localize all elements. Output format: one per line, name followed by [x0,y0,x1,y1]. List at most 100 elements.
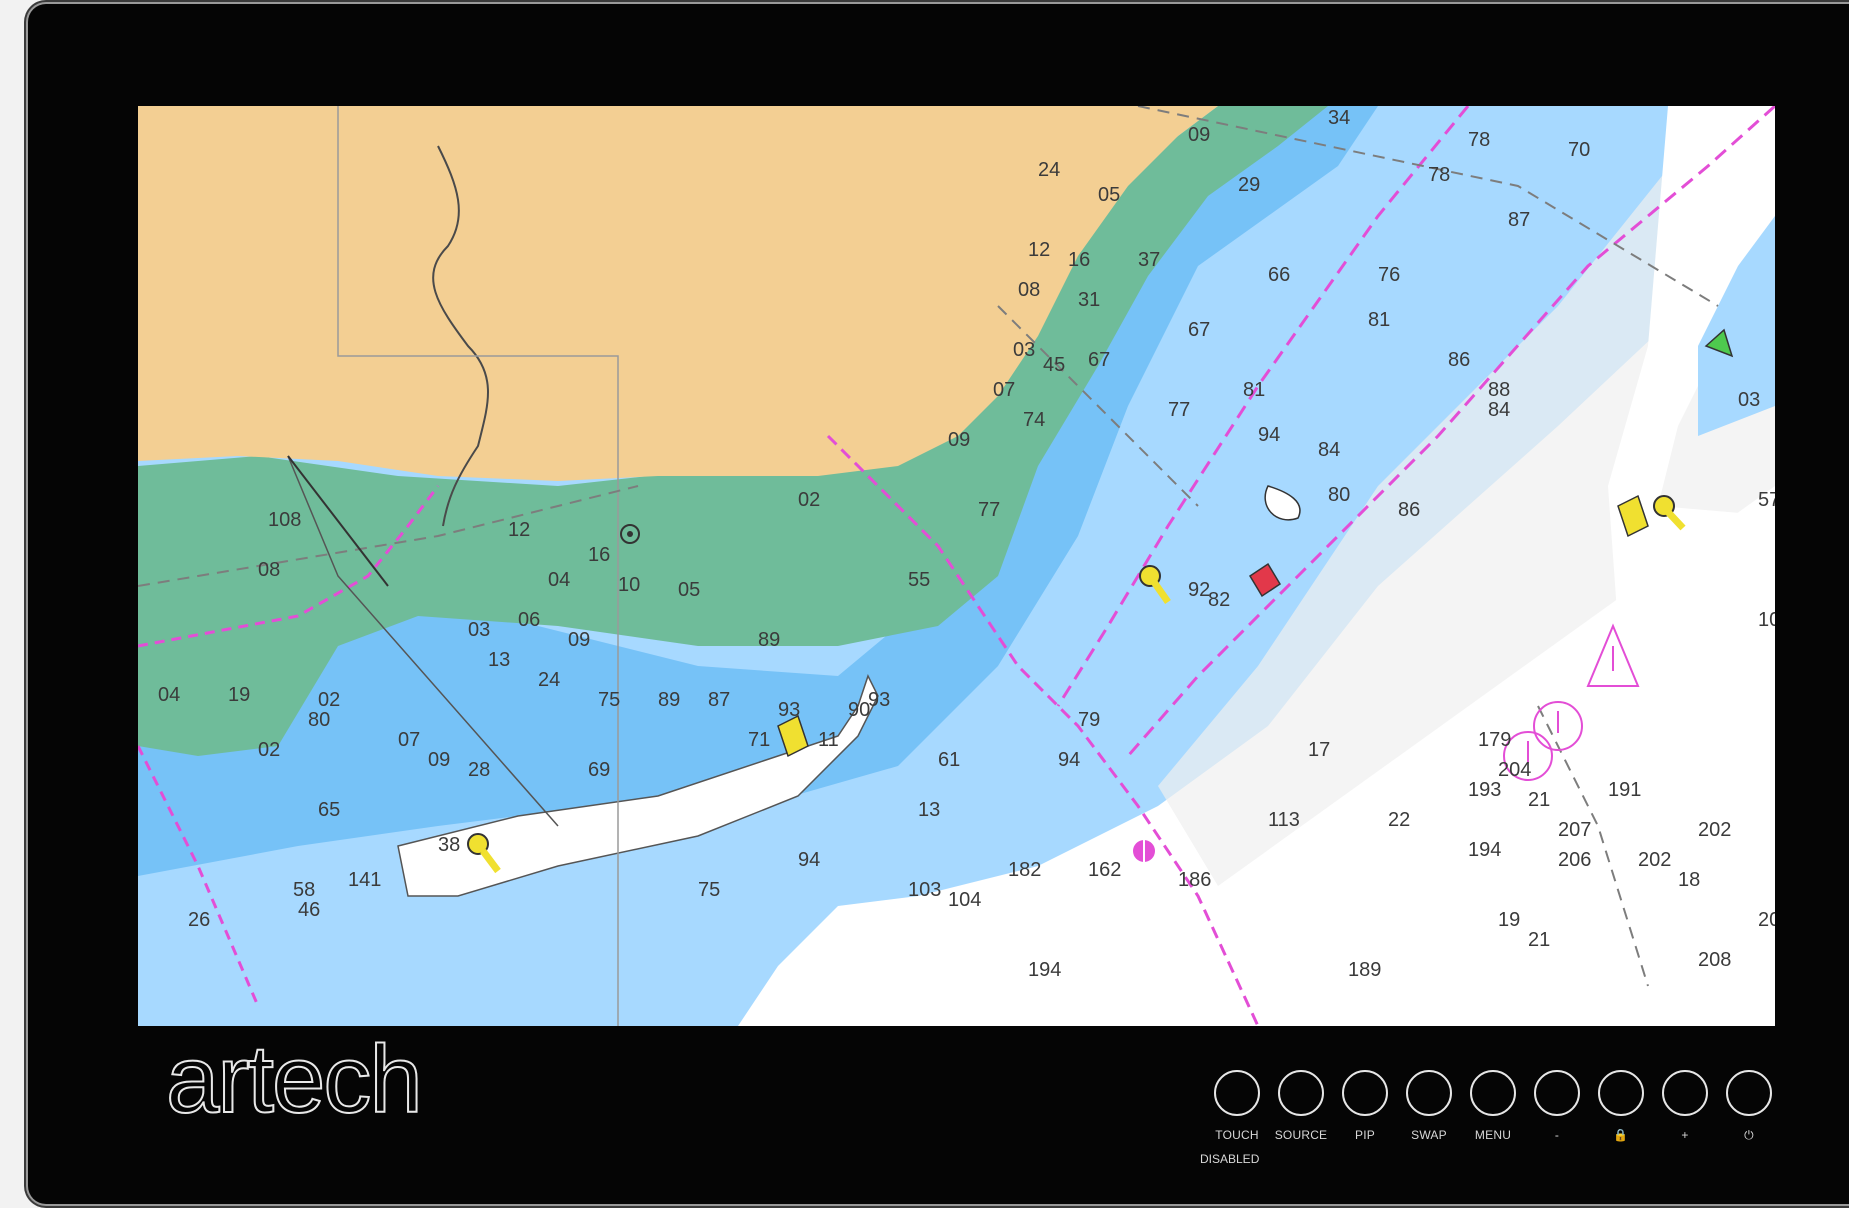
depth-sounding: 03 [1738,389,1760,411]
buoy-icon[interactable] [1653,495,1686,531]
grey-dashed-4 [1537,705,1649,987]
touch-label: TOUCH [1215,1128,1259,1142]
lock-button-group: 🔒 [1590,1070,1652,1142]
depth-sounding: 87 [708,689,730,711]
minus-label: - [1554,1128,1560,1142]
touch-disabled-button-group: TOUCH DISABLED [1200,1070,1268,1166]
power-button[interactable] [1726,1070,1772,1116]
depth-sounding: 94 [1058,749,1080,771]
depth-sounding: 82 [1208,589,1230,611]
wreck-icon[interactable] [1264,485,1301,521]
depth-sounding: 204 [1498,759,1531,781]
swap-button-group: SWAP [1398,1070,1460,1142]
green-marker-icon[interactable] [1704,328,1734,358]
depth-sounding: 05 [678,579,700,601]
pip-button[interactable] [1342,1070,1388,1116]
touch-button[interactable] [1214,1070,1260,1116]
depth-sounding: 09 [428,749,450,771]
depth-sounding: 77 [978,499,1000,521]
depth-sounding: 16 [1068,249,1090,271]
source-label: SOURCE [1274,1128,1328,1142]
depth-sounding: 07 [398,729,420,751]
depth-sounding: 74 [1023,409,1045,431]
depth-sounding: 94 [1258,424,1280,446]
depth-sounding: 70 [1568,139,1590,161]
right-channel [1698,216,1775,436]
depth-sounding: 186 [1178,869,1211,891]
depth-sounding: 207 [1558,819,1591,841]
depth-sounding: 04 [548,569,570,591]
depth-sounding: 07 [993,379,1015,401]
depth-sounding: 10 [618,574,640,596]
depth-sounding: 92 [1188,579,1210,601]
power-button-group: ⏻ [1718,1070,1780,1143]
depth-sounding: 18 [1678,869,1700,891]
menu-button-group: MENU [1462,1070,1524,1142]
depth-sounding: 46 [298,899,320,921]
menu-label: MENU [1474,1128,1512,1142]
grey-dashed-3 [138,485,639,587]
depth-sounding: 16 [588,544,610,566]
buoy-icon[interactable] [1139,565,1171,605]
depth-sounding: 80 [1328,484,1350,506]
depth-sounding: 104 [948,889,981,911]
depth-sounding: 194 [1028,959,1061,981]
depth-sounding: 19 [228,684,250,706]
shallow-green-band [138,106,1328,756]
source-button-group: SOURCE [1270,1070,1332,1142]
depth-sounding: 17 [1308,739,1330,761]
depth-sounding: 90 [848,699,870,721]
deep-channel [138,106,1378,876]
depth-sounding: 24 [538,669,560,691]
depth-sounding: 206 [1558,849,1591,871]
leading-line [287,455,559,827]
lock-button[interactable] [1598,1070,1644,1116]
depth-sounding: 103 [1758,609,1775,631]
source-button[interactable] [1278,1070,1324,1116]
depth-sounding: 61 [938,749,960,771]
minus-button-group: - [1526,1070,1588,1142]
depth-sounding: 55 [908,569,930,591]
depth-sounding: 93 [868,689,890,711]
depth-sounding: 58 [293,879,315,901]
sand-spit [397,674,879,897]
depth-sounding: 09 [1188,124,1210,146]
depth-sounding: 26 [188,909,210,931]
depth-sounding: 79 [1078,709,1100,731]
minus-button[interactable] [1534,1070,1580,1116]
depth-sounding: 191 [1608,779,1641,801]
right-island [1608,106,1775,766]
safe-water-white-area [738,216,1775,1026]
landmark-icon [620,524,640,544]
depth-sounding: 193 [1468,779,1501,801]
red-marker-icon[interactable] [1248,562,1282,598]
light-beacon-icon[interactable] [777,714,809,758]
grey-dashed-1 [1137,106,1719,307]
depth-sounding: 66 [1268,264,1290,286]
depth-sounding: 31 [1078,289,1100,311]
anchorage-icon [1133,840,1155,862]
boundary-line-2 [1126,106,1775,757]
depth-sounding: 04 [158,684,180,706]
plus-button-group: + [1654,1070,1716,1142]
buoy-icon[interactable] [467,833,501,874]
caution-icon [1586,623,1640,687]
depth-sounding: 113 [1268,809,1300,831]
depth-sounding: 21 [1528,789,1550,811]
power-icon: ⏻ [1744,1128,1754,1142]
depth-sounding: 86 [1398,499,1420,521]
boundary-line-4 [138,485,440,648]
light-beacon-icon[interactable] [1617,494,1649,538]
plus-button[interactable] [1662,1070,1708,1116]
depth-sounding: 13 [488,649,510,671]
depth-sounding: 45 [1043,354,1065,376]
depth-sounding: 162 [1088,859,1121,881]
depth-sounding: 86 [1448,349,1470,371]
depth-sounding: 78 [1468,129,1490,151]
swap-button[interactable] [1406,1070,1452,1116]
depth-sounding: 87 [1508,209,1530,231]
depth-sounding: 194 [1468,839,1501,861]
menu-button[interactable] [1470,1070,1516,1116]
